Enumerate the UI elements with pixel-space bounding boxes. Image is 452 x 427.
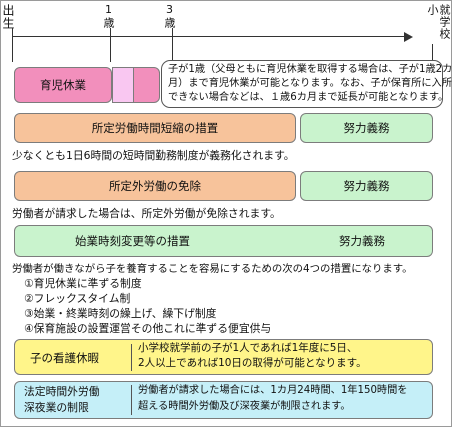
tick-age3 — [172, 28, 173, 62]
timeline-start-label: 出生 — [1, 4, 15, 30]
sick-child-leave-box — [14, 339, 433, 375]
timeline-age1-label: 1歳 — [102, 3, 115, 29]
tick-age1 — [110, 28, 111, 62]
timeline-end-label: 就学校小 — [424, 4, 451, 44]
short-hours-box: 所定労働時間短縮の措置 — [14, 113, 296, 143]
sick-child-divider — [131, 344, 132, 371]
overtime-limit-divider — [131, 385, 132, 415]
note-line: 超える時間外労働及び深夜業が制限されます。 — [138, 401, 351, 412]
start-time-measures-intro: 労働者が働きながら子を養育することを容易にするための次の4つの措置になります。 — [12, 263, 413, 275]
start-time-measures-box: 始業時刻変更等の措置 努力義務 — [14, 225, 433, 257]
note-line: 小学校就学前の子が1人であれば1年度に5日、 — [138, 342, 358, 354]
label-line: 深夜業の制限 — [24, 401, 89, 414]
label-line: 法定時間外労働 — [24, 385, 100, 398]
measure-item-3: ③始業・終業時刻の繰上げ、繰下げ制度 — [24, 307, 217, 320]
note-line: 2人以上であれば10日の取得が可能となります。 — [138, 357, 367, 369]
timeline-end-text: 就学校小 — [426, 4, 451, 40]
short-hours-duty-box: 努力義務 — [300, 113, 433, 143]
timeline-arrow-icon — [404, 32, 413, 42]
note-line: 月）まで育児休業が可能となります。なお、子が保育所に入所 — [168, 78, 452, 89]
measure-item-4: ④保育施設の設置運営その他これに準ずる便宜供与 — [24, 322, 272, 335]
short-hours-duty-label: 努力義務 — [343, 121, 390, 135]
sick-child-leave-note: 小学校就学前の子が1人であれば1年度に5日、 2人以上であれば10日の取得が可能… — [138, 341, 367, 371]
overtime-exemption-duty-label: 努力義務 — [343, 179, 390, 193]
overtime-exemption-note: 労働者が請求した場合は、所定外労働が免除されます。 — [12, 207, 281, 220]
overtime-exemption-duty-box: 努力義務 — [300, 171, 433, 201]
childcare-leave-note: 子が1歳（父母ともに育児休業を取得する場合は、子が1歳2カ 月）まで育児休業が可… — [161, 60, 452, 108]
childcare-leave-box: 育児休業 — [14, 67, 112, 103]
measure-item-2: ②フレックスタイム制 — [24, 292, 131, 305]
short-hours-label: 所定労働時間短縮の措置 — [91, 121, 219, 135]
timeline-axis — [12, 36, 406, 37]
note-line: 労働者が請求した場合には、1カ月24時間、1年150時間を — [138, 385, 408, 396]
measure-item-1: ①育児休業に準ずる制度 — [24, 277, 142, 290]
start-time-measures-label: 始業時刻変更等の措置 — [75, 234, 190, 248]
childcare-leave-extension-box — [112, 67, 134, 103]
tick-birth — [12, 28, 13, 62]
tick-school — [432, 44, 433, 62]
note-line: 子が1歳（父母ともに育児休業を取得する場合は、子が1歳2カ — [168, 64, 452, 75]
sick-child-leave-label: 子の看護休暇 — [30, 351, 99, 365]
overtime-limit-note: 労働者が請求した場合には、1カ月24時間、1年150時間を 超える時間外労働及び… — [138, 383, 408, 415]
overtime-limit-label: 法定時間外労働 深夜業の制限 — [24, 384, 100, 416]
childcare-leave-label: 育児休業 — [40, 78, 86, 92]
overtime-exemption-box: 所定外労働の免除 — [14, 171, 296, 201]
short-hours-note: 少なくとも1日6時間の短時間勤務制度が義務化されます。 — [12, 149, 295, 162]
overtime-limit-box — [14, 381, 433, 419]
start-time-measures-duty-label: 努力義務 — [339, 234, 385, 248]
childcare-leave-extension-end — [134, 67, 160, 103]
timeline-age3-label: 3歳 — [163, 3, 176, 29]
overtime-exemption-label: 所定外労働の免除 — [109, 179, 201, 193]
note-line: できない場合などは、１歳6カ月まで延長が可能となります。 — [168, 92, 449, 103]
